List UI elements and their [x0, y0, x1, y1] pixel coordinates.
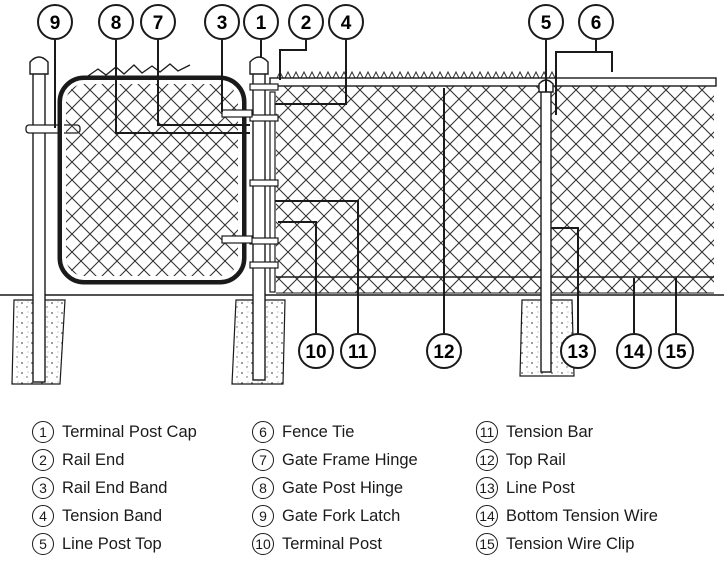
legend-number: 15	[476, 533, 498, 555]
callout-11: 11	[340, 333, 376, 369]
legend-label: Bottom Tension Wire	[506, 506, 658, 525]
callout-12: 12	[426, 333, 462, 369]
parts-legend: 1 Terminal Post Cap 2 Rail End 3 Rail End B…	[0, 418, 724, 558]
legend-item: 14 Bottom Tension Wire	[476, 502, 658, 530]
callout-8: 8	[98, 4, 134, 40]
legend-label: Top Rail	[506, 450, 566, 469]
legend-label: Terminal Post Cap	[62, 422, 197, 441]
legend-item: 5 Line Post Top	[32, 530, 197, 558]
latch-post-cap	[29, 56, 49, 75]
legend-number: 3	[32, 477, 54, 499]
legend-label: Terminal Post	[282, 534, 382, 553]
legend-item: 13 Line Post	[476, 474, 658, 502]
legend-item: 12 Top Rail	[476, 446, 658, 474]
svg-text:11: 11	[348, 342, 369, 363]
legend-number: 12	[476, 449, 498, 471]
legend-number: 7	[252, 449, 274, 471]
callout-7: 7	[140, 4, 176, 40]
line-post	[540, 89, 552, 373]
legend-label: Gate Fork Latch	[282, 506, 401, 525]
legend-column-1: 1 Terminal Post Cap 2 Rail End 3 Rail End B…	[32, 418, 197, 558]
legend-item: 4 Tension Band	[32, 502, 197, 530]
legend-number: 1	[32, 421, 54, 443]
callout-3: 3	[204, 4, 240, 40]
terminal-post-cap	[249, 56, 269, 75]
callout-6: 6	[578, 4, 614, 40]
legend-number: 10	[252, 533, 274, 555]
gate-frame-inner	[62, 80, 242, 280]
legend-label: Line Post Top	[62, 534, 162, 553]
legend-number: 9	[252, 505, 274, 527]
legend-item: 8 Gate Post Hinge	[252, 474, 418, 502]
legend-label: Rail End	[62, 450, 125, 469]
gate-frame	[57, 75, 247, 285]
callout-10: 10	[298, 333, 334, 369]
legend-item: 2 Rail End	[32, 446, 197, 474]
gate-frame-hinges	[221, 109, 253, 244]
svg-text:13: 13	[567, 342, 588, 363]
legend-label: Tension Wire Clip	[506, 534, 635, 553]
legend-number: 13	[476, 477, 498, 499]
legend-number: 2	[32, 449, 54, 471]
callout-1: 1	[243, 4, 279, 40]
legend-column-3: 11 Tension Bar 12 Top Rail 13 Line Post 14 B…	[476, 418, 658, 558]
svg-text:12: 12	[433, 342, 454, 363]
legend-number: 11	[476, 421, 498, 443]
legend-item: 9 Gate Fork Latch	[252, 502, 418, 530]
fence-mesh	[276, 82, 714, 293]
legend-item: 3 Rail End Band	[32, 474, 197, 502]
legend-label: Tension Bar	[506, 422, 594, 441]
legend-item: 11 Tension Bar	[476, 418, 658, 446]
callout-5: 5	[528, 4, 564, 40]
svg-text:3: 3	[217, 13, 228, 34]
legend-item: 6 Fence Tie	[252, 418, 418, 446]
svg-text:2: 2	[301, 13, 312, 34]
svg-text:5: 5	[541, 13, 552, 34]
svg-text:6: 6	[591, 13, 602, 34]
latch-post	[32, 69, 46, 383]
svg-text:9: 9	[50, 13, 61, 34]
svg-text:8: 8	[111, 13, 122, 34]
callout-4: 4	[328, 4, 364, 40]
legend-item: 1 Terminal Post Cap	[32, 418, 197, 446]
top-rail	[269, 77, 717, 87]
leader-lines	[54, 40, 677, 333]
legend-item: 15 Tension Wire Clip	[476, 530, 658, 558]
svg-text:7: 7	[153, 13, 164, 34]
gate-mesh	[66, 84, 238, 276]
callout-9: 9	[37, 4, 73, 40]
legend-column-2: 6 Fence Tie 7 Gate Frame Hinge 8 Gate Post …	[252, 418, 418, 558]
legend-label: Tension Band	[62, 506, 162, 525]
svg-text:14: 14	[623, 342, 645, 363]
tension-bands	[249, 83, 279, 269]
gate-barb	[87, 63, 191, 77]
legend-label: Line Post	[506, 478, 575, 497]
legend-number: 4	[32, 505, 54, 527]
legend-number: 14	[476, 505, 498, 527]
fence-diagram: 9 8 7 3 1 2 4 5 6 12 10 11 13 14 15	[0, 4, 724, 385]
legend-label: Gate Post Hinge	[282, 478, 404, 497]
svg-text:10: 10	[305, 342, 326, 363]
svg-text:1: 1	[256, 13, 267, 34]
svg-text:4: 4	[341, 13, 352, 34]
callout-15: 15	[658, 333, 694, 369]
legend-number: 5	[32, 533, 54, 555]
legend-item: 10 Terminal Post	[252, 530, 418, 558]
svg-text:15: 15	[665, 342, 687, 363]
legend-item: 7 Gate Frame Hinge	[252, 446, 418, 474]
callout-2: 2	[288, 4, 324, 40]
legend-label: Fence Tie	[282, 422, 355, 441]
legend-label: Rail End Band	[62, 478, 168, 497]
legend-number: 8	[252, 477, 274, 499]
tension-bar	[269, 91, 276, 293]
legend-number: 6	[252, 421, 274, 443]
callout-14: 14	[616, 333, 652, 369]
legend-label: Gate Frame Hinge	[282, 450, 418, 469]
callout-13: 13	[560, 333, 596, 369]
